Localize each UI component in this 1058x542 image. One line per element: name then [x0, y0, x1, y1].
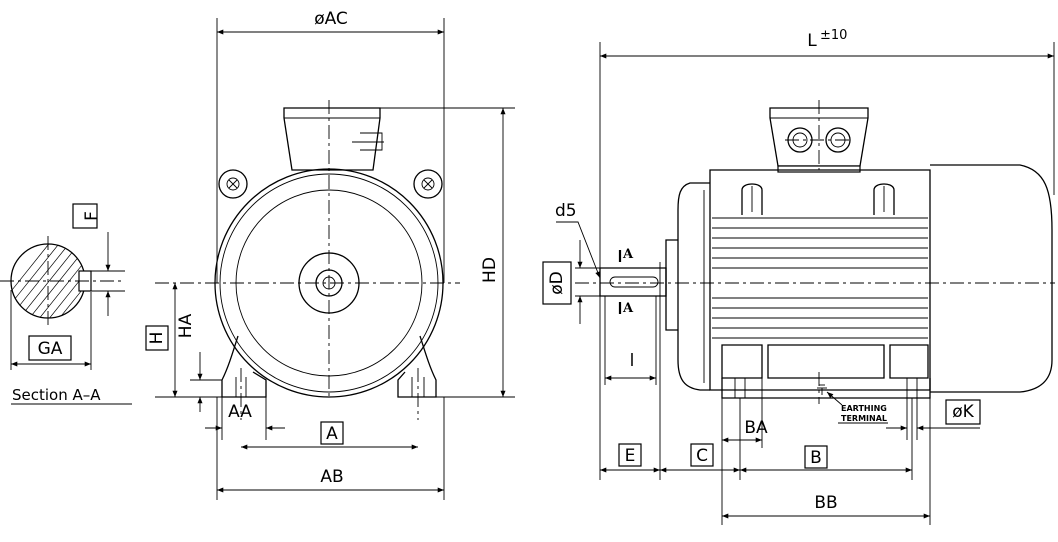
section-title: Section A–A — [12, 386, 101, 404]
label-AC: øAC — [314, 9, 348, 29]
label-K: øK — [952, 402, 974, 422]
label-D: øD — [547, 271, 567, 295]
label-HA: HA — [176, 313, 196, 338]
label-L-tolerance: ±10 — [820, 28, 847, 43]
label-E: E — [625, 446, 636, 466]
label-AB: AB — [320, 467, 343, 487]
label-L: L — [807, 31, 817, 51]
label-BB: BB — [814, 493, 837, 513]
label-H: H — [147, 332, 167, 345]
section-view: F GA Section A–A — [0, 203, 132, 405]
section-mark-bottom: A — [622, 301, 634, 316]
label-A: A — [326, 424, 338, 444]
section-mark-top: A — [622, 247, 634, 262]
label-l: l — [630, 351, 635, 371]
earthing-label-2: TERMINAL — [841, 414, 887, 423]
label-HD: HD — [480, 257, 500, 283]
label-AA: AA — [228, 402, 252, 422]
lifting-eye-right — [413, 169, 443, 199]
label-C: C — [696, 446, 708, 466]
shaft-section-circle — [0, 236, 125, 326]
label-B: B — [810, 448, 822, 468]
front-view: øAC HD H HA AA A AB — [145, 9, 515, 500]
earthing-label-1: EARTHING — [841, 404, 887, 413]
label-GA: GA — [38, 339, 63, 359]
label-BA: BA — [744, 418, 768, 438]
label-F: F — [82, 211, 102, 221]
cooling-fins — [712, 217, 928, 339]
label-d5: d5 — [555, 201, 577, 221]
side-view: A A L ±10 d5 øD l E C — [542, 28, 1055, 525]
lifting-eye-left — [218, 169, 248, 199]
